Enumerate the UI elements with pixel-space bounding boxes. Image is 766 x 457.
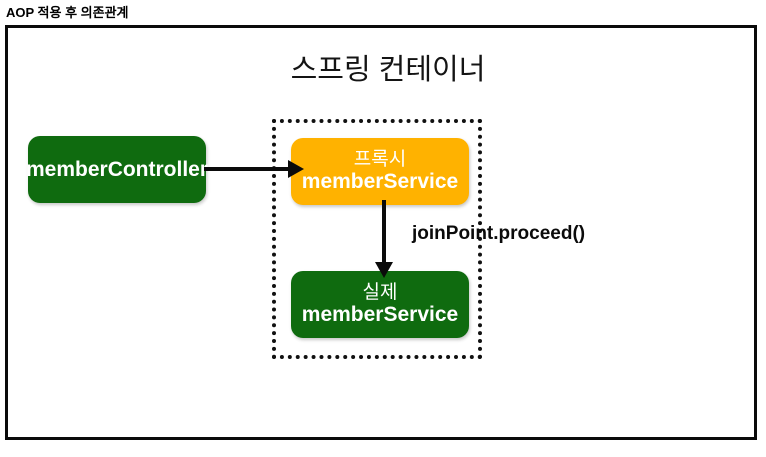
node-real-member-service-label-name: memberService <box>301 303 459 327</box>
node-member-controller-label: memberController <box>25 157 209 181</box>
node-proxy-member-service[interactable]: 프록시 memberService <box>291 138 469 205</box>
proxy-scope-boundary <box>272 119 482 359</box>
spring-container-title: 스프링 컨테이너 <box>290 54 486 86</box>
node-real-member-service[interactable]: 실제 memberService <box>291 271 469 338</box>
diagram-frame: 스프링 컨테이너 memberController 프록시 memberServ… <box>5 25 757 440</box>
page-title: AOP 적용 후 의존관계 <box>6 5 129 20</box>
node-member-controller[interactable]: memberController <box>25 136 209 203</box>
node-real-member-service-label-korean: 실제 <box>362 282 398 304</box>
node-proxy-member-service-label-korean: 프록시 <box>353 149 407 171</box>
node-proxy-member-service-label-name: memberService <box>301 170 459 194</box>
joinpoint-proceed-label: joinPoint.proceed() <box>412 223 586 244</box>
